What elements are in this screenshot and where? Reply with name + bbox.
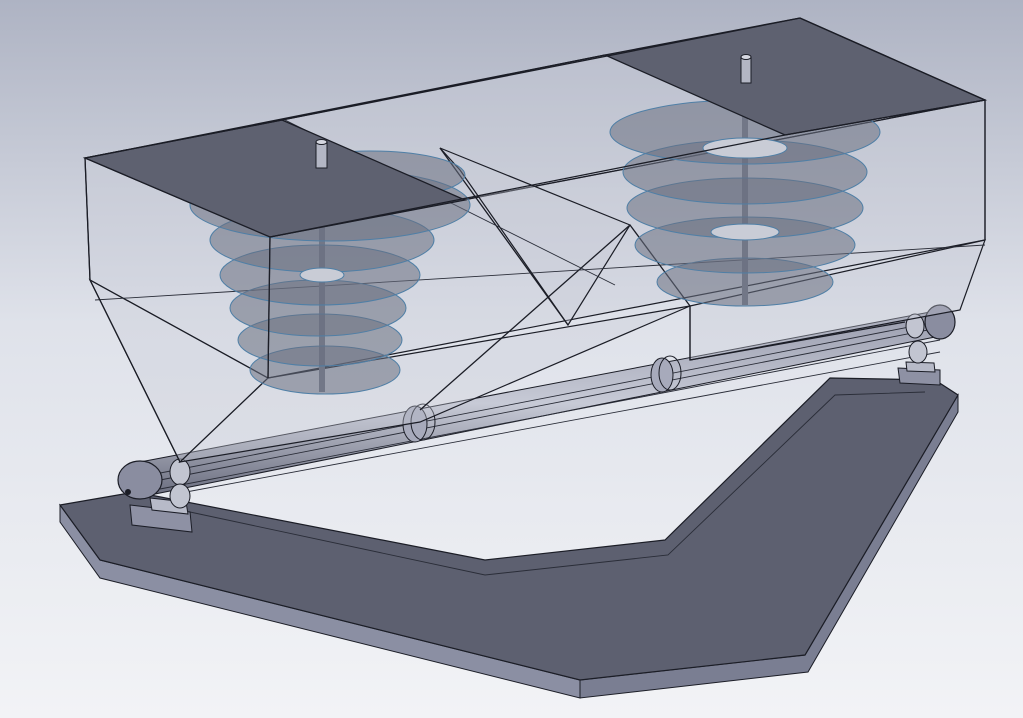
base-plate-inner-edge: [189, 391, 926, 576]
bearing-right: [897, 361, 941, 386]
hopper-outline: [84, 17, 986, 463]
hopper-front-chute: [178, 305, 691, 463]
drive-shaft: [117, 304, 956, 509]
